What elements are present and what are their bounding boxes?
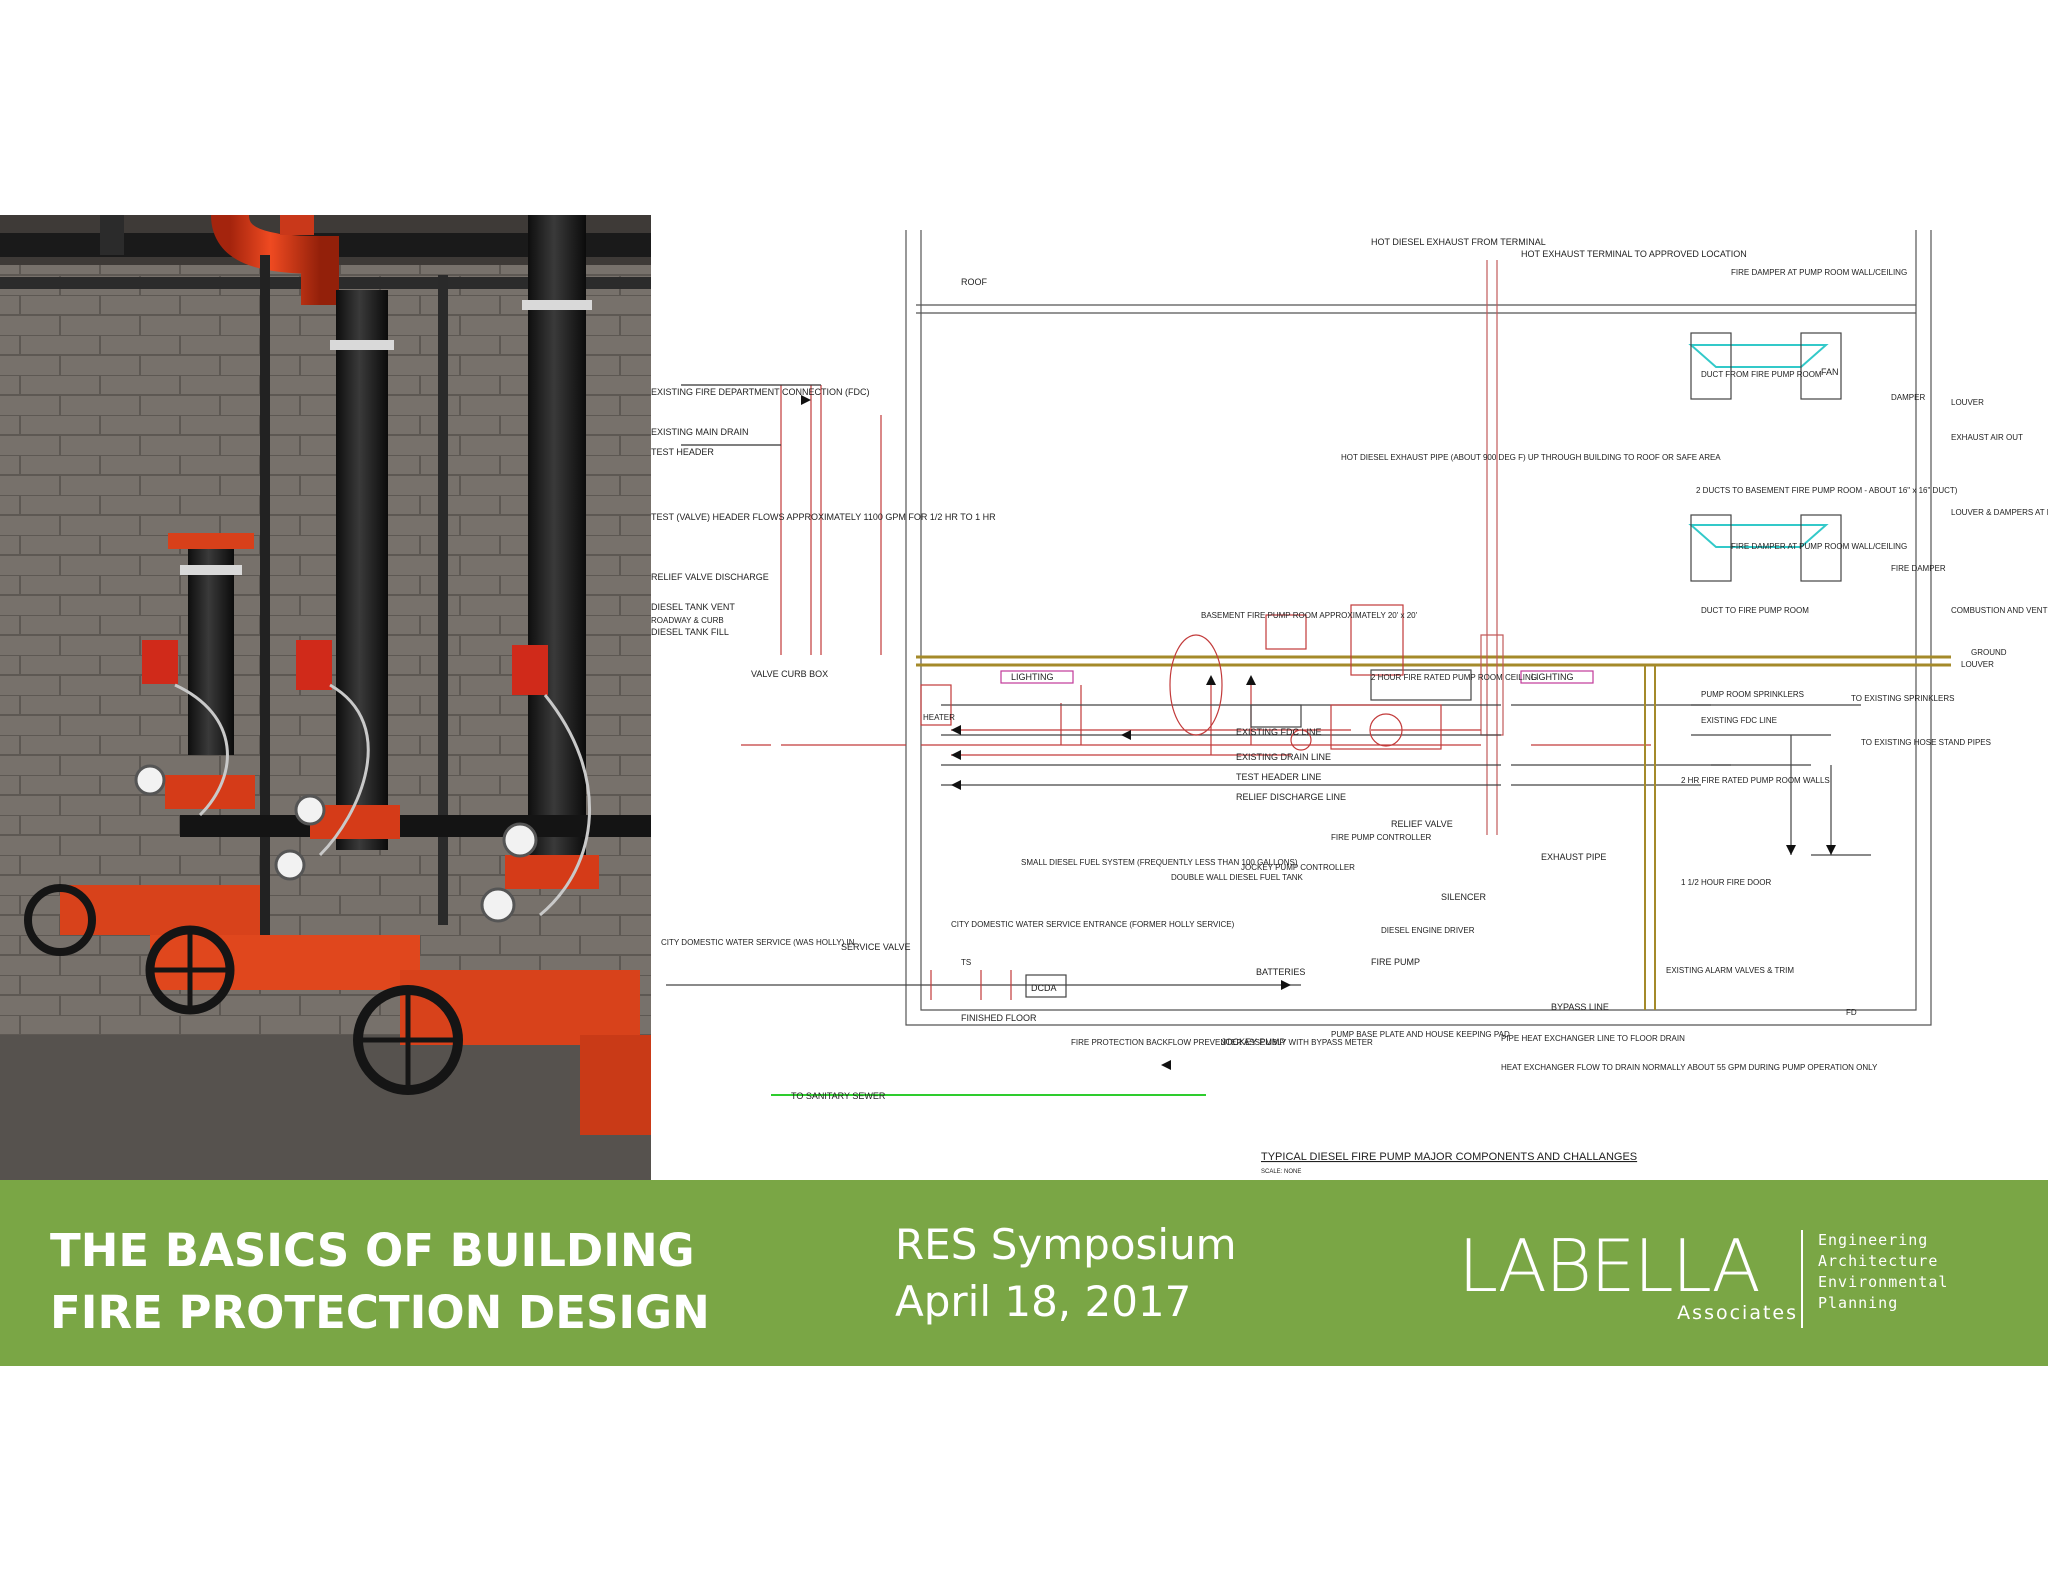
label-dcda: DCDA xyxy=(1031,983,1057,993)
label-existing-fdc-line: EXISTING FDC LINE xyxy=(1236,727,1322,737)
label-ground: GROUND xyxy=(1971,648,2007,657)
label-fire-pump: FIRE PUMP xyxy=(1371,957,1420,967)
label-main-drain: EXISTING MAIN DRAIN xyxy=(651,427,749,437)
label-fire-damper-pump2: FIRE DAMPER AT PUMP ROOM WALL/CEILING xyxy=(1731,542,1907,551)
label-heater: HEATER xyxy=(923,713,955,722)
label-exhaust-terminal: HOT EXHAUST TERMINAL TO APPROVED LOCATIO… xyxy=(1521,249,1747,259)
event-date: April 18, 2017 xyxy=(895,1277,1192,1326)
label-fan: FAN xyxy=(1821,367,1839,377)
label-combustion-air: COMBUSTION AND VENTILATION AIR IN xyxy=(1951,606,2048,615)
label-engine-driver: DIESEL ENGINE DRIVER xyxy=(1381,926,1475,935)
label-test-header-line: TEST HEADER LINE xyxy=(1236,772,1321,782)
logo-subtitle: Associates xyxy=(1677,1302,1798,1324)
label-exhaust-pipe: EXHAUST PIPE xyxy=(1541,852,1606,862)
presentation-title: THE BASICS OF BUILDING FIRE PROTECTION D… xyxy=(50,1220,710,1344)
label-service-valve: SERVICE VALVE xyxy=(841,942,911,952)
labella-logo: LABELLA Associates xyxy=(1458,1226,1798,1328)
label-hx-flow: HEAT EXCHANGER FLOW TO DRAIN NORMALLY AB… xyxy=(1501,1063,1878,1072)
label-exhaust-air: EXHAUST AIR OUT xyxy=(1951,433,2023,442)
label-duct-from: DUCT FROM FIRE PUMP ROOM xyxy=(1701,370,1822,379)
diesel-fire-pump-schematic: HOT DIESEL EXHAUST FROM TERMINAL HOT EXH… xyxy=(651,215,2048,1180)
label-fire-damper: FIRE DAMPER xyxy=(1891,564,1946,573)
label-rated-ceiling: 2 HOUR FIRE RATED PUMP ROOM CEILING xyxy=(1371,673,1537,682)
label-roof: ROOF xyxy=(961,277,988,287)
label-city-water: CITY DOMESTIC WATER SERVICE (WAS HOLLY) … xyxy=(661,938,855,947)
logo-services: Engineering Architecture Environmental P… xyxy=(1818,1230,1948,1314)
label-ts: TS xyxy=(961,958,971,967)
label-roadway: ROADWAY & CURB xyxy=(651,616,724,625)
label-bypass: BYPASS LINE xyxy=(1551,1002,1609,1012)
label-small-fuel: SMALL DIESEL FUEL SYSTEM (FREQUENTLY LES… xyxy=(1021,858,1298,867)
label-finished-floor: FINISHED FLOOR xyxy=(961,1013,1037,1023)
label-double-wall: DOUBLE WALL DIESEL FUEL TANK xyxy=(1171,873,1304,882)
label-heat-exchanger: PIPE HEAT EXCHANGER LINE TO FLOOR DRAIN xyxy=(1501,1034,1685,1043)
label-pump-base: PUMP BASE PLATE AND HOUSE KEEPING PAD xyxy=(1331,1030,1510,1039)
label-fire-damper-pump: FIRE DAMPER AT PUMP ROOM WALL/CEILING xyxy=(1731,268,1907,277)
label-louver-top: LOUVER xyxy=(1951,398,1984,407)
label-jockey-controller: JOCKEY PUMP CONTROLLER xyxy=(1241,863,1355,872)
label-lighting-right: LIGHTING xyxy=(1531,672,1574,682)
title-line-2: FIRE PROTECTION DESIGN xyxy=(50,1286,710,1339)
label-two-ducts: 2 DUCTS TO BASEMENT FIRE PUMP ROOM - ABO… xyxy=(1696,486,1958,495)
label-test-header: TEST HEADER xyxy=(651,447,714,457)
label-relief-valve: RELIEF VALVE xyxy=(1391,819,1453,829)
label-rated-walls: 2 HR FIRE RATED PUMP ROOM WALLS xyxy=(1681,776,1830,785)
label-lighting-left: LIGHTING xyxy=(1011,672,1054,682)
label-basement-room: BASEMENT FIRE PUMP ROOM APPROXIMATELY 20… xyxy=(1201,611,1418,620)
label-existing-fdc2: EXISTING FDC LINE xyxy=(1701,716,1777,725)
label-alarm-valves: EXISTING ALARM VALVES & TRIM xyxy=(1666,966,1794,975)
label-duct-to: DUCT TO FIRE PUMP ROOM xyxy=(1701,606,1809,615)
label-jockey-pump: JOCKEY PUMP xyxy=(1221,1037,1285,1047)
title-line-1: THE BASICS OF BUILDING xyxy=(50,1224,695,1277)
label-hot-exhaust: HOT DIESEL EXHAUST FROM TERMINAL xyxy=(1371,237,1546,247)
label-louver-bottom: LOUVER xyxy=(1961,660,1994,669)
title-banner: THE BASICS OF BUILDING FIRE PROTECTION D… xyxy=(0,1180,2048,1366)
schematic-drawing: HOT DIESEL EXHAUST FROM TERMINAL HOT EXH… xyxy=(651,230,2048,1175)
diagram-scale: SCALE: NONE xyxy=(1261,1169,1301,1175)
label-tank-fill: DIESEL TANK FILL xyxy=(651,627,729,637)
service-architecture: Architecture xyxy=(1818,1252,1939,1270)
label-backflow: FIRE PROTECTION BACKFLOW PREVENTER ASSEM… xyxy=(1071,1038,1373,1047)
valve-photo-illustration xyxy=(0,215,651,1180)
label-test-flows: TEST (VALVE) HEADER FLOWS APPROXIMATELY … xyxy=(651,512,996,522)
fire-pump-valve-photo xyxy=(0,215,651,1180)
service-environmental: Environmental xyxy=(1818,1273,1949,1291)
label-damper: DAMPER xyxy=(1891,393,1925,402)
label-water-entrance: CITY DOMESTIC WATER SERVICE ENTRANCE (FO… xyxy=(951,920,1235,929)
service-planning: Planning xyxy=(1818,1294,1899,1312)
label-batteries: BATTERIES xyxy=(1256,967,1305,977)
label-fdc: EXISTING FIRE DEPARTMENT CONNECTION (FDC… xyxy=(651,387,870,397)
event-info: RES Symposium April 18, 2017 xyxy=(895,1216,1237,1330)
label-louver-dampers: LOUVER & DAMPERS AT EXTERIOR WALL ABOUT … xyxy=(1951,508,2048,517)
label-sanitary: TO SANITARY SEWER xyxy=(791,1091,886,1101)
label-to-sprinklers: TO EXISTING SPRINKLERS xyxy=(1851,694,1954,703)
logo-divider xyxy=(1801,1230,1803,1328)
label-curb-box: VALVE CURB BOX xyxy=(751,669,828,679)
label-exhaust-pipe-note: HOT DIESEL EXHAUST PIPE (ABOUT 900 DEG F… xyxy=(1341,453,1721,462)
label-tank-vent: DIESEL TANK VENT xyxy=(651,602,735,612)
label-relief-discharge: RELIEF VALVE DISCHARGE xyxy=(651,572,769,582)
label-fire-door: 1 1/2 HOUR FIRE DOOR xyxy=(1681,878,1771,887)
event-name: RES Symposium xyxy=(895,1220,1237,1269)
service-engineering: Engineering xyxy=(1818,1231,1929,1249)
label-silencer: SILENCER xyxy=(1441,892,1487,902)
label-pump-sprinklers: PUMP ROOM SPRINKLERS xyxy=(1701,690,1804,699)
label-standpipes: TO EXISTING HOSE STAND PIPES xyxy=(1861,738,1991,747)
diagram-title: TYPICAL DIESEL FIRE PUMP MAJOR COMPONENT… xyxy=(1261,1151,1637,1163)
label-fire-controller: FIRE PUMP CONTROLLER xyxy=(1331,833,1432,842)
label-existing-drain-line: EXISTING DRAIN LINE xyxy=(1236,752,1331,762)
logo-wordmark: LABELLA xyxy=(1458,1224,1761,1308)
label-relief-discharge-line: RELIEF DISCHARGE LINE xyxy=(1236,792,1346,802)
label-fd: FD xyxy=(1846,1008,1857,1017)
